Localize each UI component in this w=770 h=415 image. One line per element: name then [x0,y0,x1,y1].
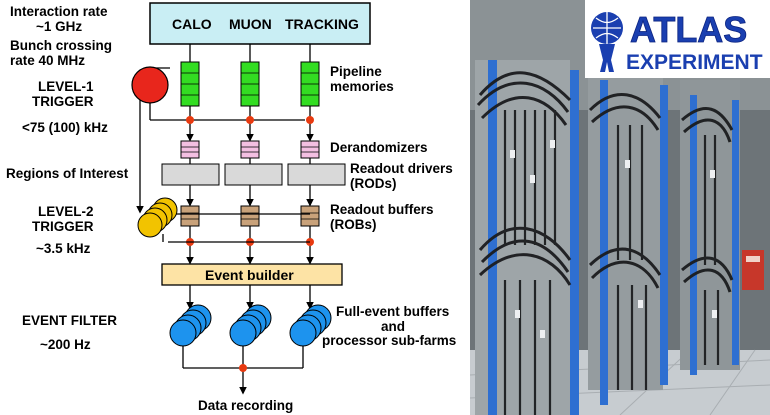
label-interaction-rate-value: ~1 GHz [36,19,82,34]
label-derandomizers: Derandomizers [330,140,428,155]
label-level1-rate: <75 (100) kHz [22,120,108,135]
label-level2: LEVEL-2 [38,204,94,219]
label-interaction-rate: Interaction rate [10,4,108,19]
readout-driver [224,163,283,186]
logo-atlas-text: ATLAS [630,9,747,50]
readout-buffer [300,205,320,227]
label-data-recording: Data recording [198,398,293,413]
pipeline-column-1 [161,44,220,265]
label-rods: (RODs) [350,176,397,191]
label-bunch-crossing-value: rate 40 MHz [10,53,85,68]
derandomizer [240,140,260,159]
label-level2-rate: ~3.5 kHz [36,241,91,256]
derandomizer [300,140,320,159]
derandomizer [180,140,200,159]
node [306,116,314,124]
readout-driver [287,163,346,186]
atlas-figure-icon [599,44,615,72]
label-level1-trigger: TRIGGER [32,94,94,109]
label-bunch-crossing: Bunch crossing [10,38,112,53]
logo-experiment-text: EXPERIMENT [626,51,763,74]
label-level2-trigger: TRIGGER [32,219,94,234]
label-readout-drivers: Readout drivers [350,161,453,176]
label-ef-rate: ~200 Hz [40,337,91,352]
label-full-event-buffers: Full-event buffers [336,304,449,319]
label-pipeline: Pipeline [330,64,382,79]
label-regions-of-interest: Regions of Interest [6,166,129,181]
node [186,116,194,124]
readout-driver [161,163,220,186]
readout-buffer [240,205,260,227]
detector-tracking-label: TRACKING [285,16,359,32]
detector-muon-label: MUON [229,16,272,32]
readout-buffer [180,205,200,227]
processor-farm-1 [169,304,212,347]
label-robs: (ROBs) [330,217,377,232]
label-and: and [381,319,405,334]
label-event-filter: EVENT FILTER [22,313,117,328]
node [246,116,254,124]
label-pipeline-memories: memories [330,79,394,94]
node [239,364,247,372]
detector-box [149,2,371,45]
event-builder-label: Event builder [205,267,294,283]
processor-farm-2 [229,304,272,347]
label-level1: LEVEL-1 [38,79,94,94]
label-processor-subfarms: processor sub-farms [322,333,456,348]
level1-trigger-icon [131,66,169,104]
detector-calo-label: CALO [172,16,212,32]
atlas-trigger-diagram: CALO MUON TRACKING Interaction rate ~1 G… [6,2,456,413]
processor-farm-3 [289,304,332,347]
event-builder-box [161,263,343,286]
atlas-logo: ATLAS EXPERIMENT [585,0,770,78]
rack-photo: ATLAS EXPERIMENT [470,0,770,415]
level2-trigger-icon [137,197,178,238]
pipeline-column-2 [224,44,283,265]
label-readout-buffers: Readout buffers [330,202,434,217]
pipeline-column-3 [287,44,346,265]
